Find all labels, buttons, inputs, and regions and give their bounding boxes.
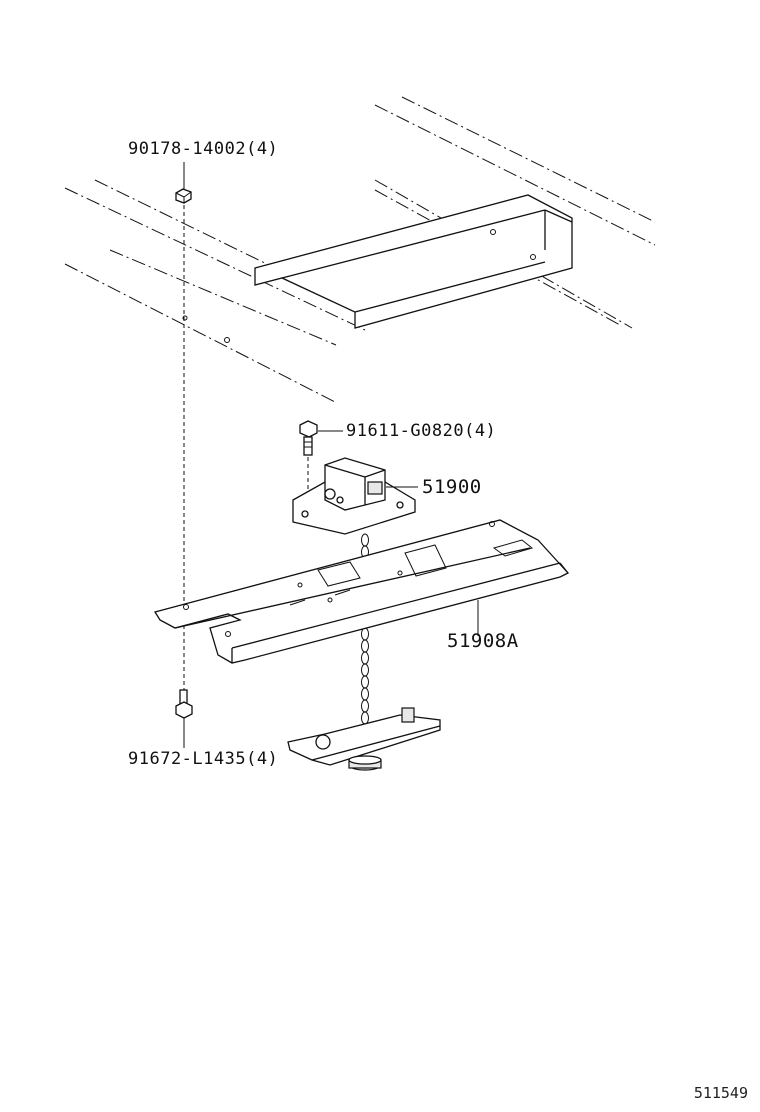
- spare-tire-winch: [292, 457, 416, 535]
- part-label-bracket: 51908A: [447, 630, 519, 652]
- part-label-lower-bolt: 91672-L1435(4): [128, 749, 279, 769]
- part-label-upper-bolt: 91611-G0820(4): [346, 421, 497, 441]
- tire-hanger: [287, 707, 441, 771]
- lower-bolt-icon: [175, 689, 193, 719]
- carrier-bracket: [153, 519, 570, 664]
- part-label-nut: 90178-14002(4): [128, 139, 279, 159]
- diagram-id: 511549: [693, 1084, 748, 1102]
- part-label-winch: 51900: [422, 476, 482, 498]
- nut-icon: [175, 188, 192, 204]
- vehicle-frame: [64, 96, 656, 403]
- upper-bolt-icon: [299, 420, 318, 456]
